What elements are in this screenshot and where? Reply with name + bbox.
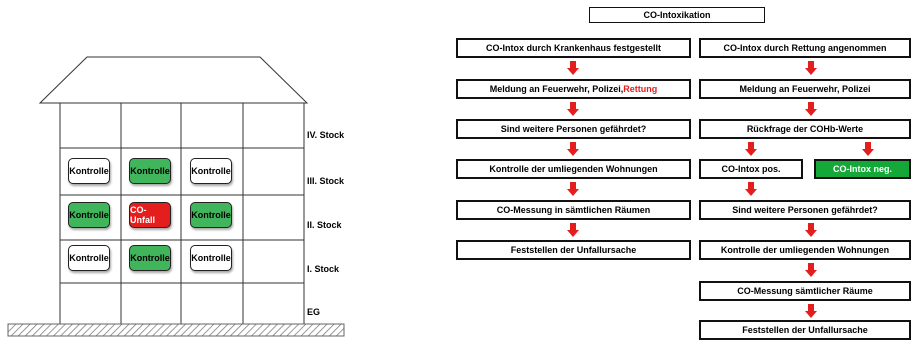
down-arrow-icon <box>805 223 817 237</box>
room-kontrolle: Kontrolle <box>190 245 232 271</box>
roof <box>38 56 309 104</box>
down-arrow-icon <box>745 182 757 196</box>
right-measure-box: CO-Messung sämtlicher Räume <box>699 281 911 301</box>
left-report-box: Meldung an Feuerwehr, Polizei, Rettung <box>456 79 691 99</box>
down-arrow-icon <box>567 182 579 196</box>
flow-title: CO-Intoxikation <box>589 7 765 23</box>
room-kontrolle: Kontrolle <box>190 158 232 184</box>
right-query-box: Rückfrage der COHb-Werte <box>699 119 911 139</box>
left-start-box: CO-Intox durch Krankenhaus festgestellt <box>456 38 691 58</box>
right-start-box: CO-Intox durch Rettung angenommen <box>699 38 911 58</box>
down-arrow-icon <box>567 223 579 237</box>
floor-label-eg: EG <box>307 307 321 317</box>
down-arrow-icon <box>745 142 757 156</box>
right-report-box: Meldung an Feuerwehr, Polizei <box>699 79 911 99</box>
building-outline <box>7 56 345 337</box>
left-question-box: Sind weitere Personen gefährdet? <box>456 119 691 139</box>
right-check-box: Kontrolle der umliegenden Wohnungen <box>699 240 911 260</box>
room-kontrolle: Kontrolle <box>190 202 232 228</box>
left-report-highlight: Rettung <box>623 84 658 94</box>
left-cause-box: Feststellen der Unfallursache <box>456 240 691 260</box>
floor-label-iv: IV. Stock <box>307 130 345 140</box>
ground <box>7 323 345 337</box>
left-check-box: Kontrolle der umliegenden Wohnungen <box>456 159 691 179</box>
room-kontrolle: Kontrolle <box>68 158 110 184</box>
down-arrow-icon <box>567 142 579 156</box>
floor-label-i: I. Stock <box>307 264 340 274</box>
down-arrow-icon <box>805 263 817 277</box>
floor-label-ii: II. Stock <box>307 220 342 230</box>
down-arrow-icon <box>805 61 817 75</box>
down-arrow-icon <box>862 142 874 156</box>
right-cause-box: Feststellen der Unfallursache <box>699 320 911 340</box>
room-kontrolle: Kontrolle <box>129 158 171 184</box>
right-question-box: Sind weitere Personen gefährdet? <box>699 200 911 220</box>
right-negative-box: CO-Intox neg. <box>814 159 911 179</box>
room-kontrolle: Kontrolle <box>68 245 110 271</box>
right-positive-box: CO-Intox pos. <box>699 159 803 179</box>
floor-label-iii: III. Stock <box>307 176 345 186</box>
down-arrow-icon <box>567 102 579 116</box>
left-report-text: Meldung an Feuerwehr, Polizei, <box>489 84 624 94</box>
room-kontrolle: Kontrolle <box>68 202 110 228</box>
down-arrow-icon <box>805 304 817 318</box>
down-arrow-icon <box>567 61 579 75</box>
room-co-unfall: CO-Unfall <box>129 202 171 228</box>
room-kontrolle: Kontrolle <box>129 245 171 271</box>
down-arrow-icon <box>805 102 817 116</box>
left-measure-box: CO-Messung in sämtlichen Räumen <box>456 200 691 220</box>
